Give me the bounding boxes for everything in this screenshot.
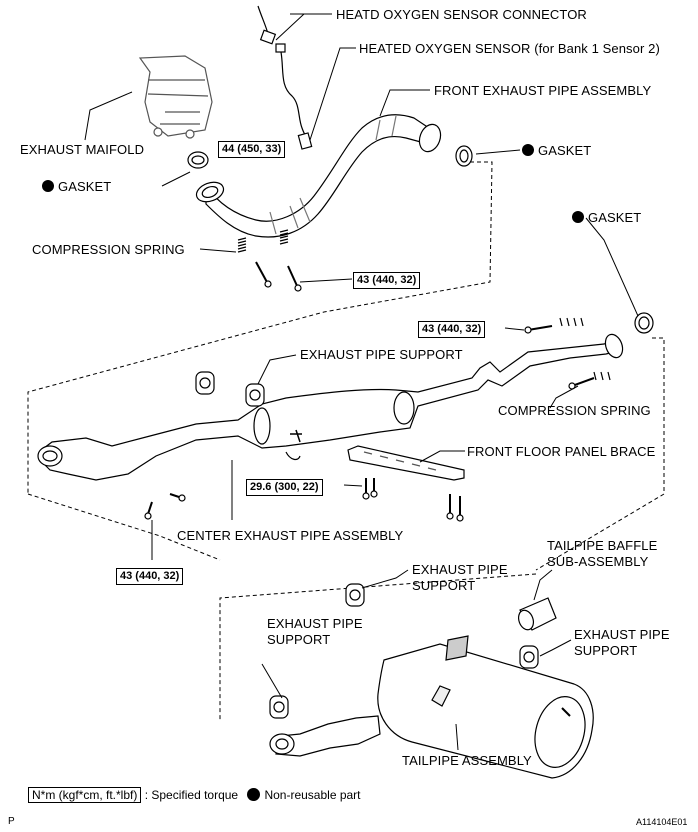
- label-compression-spring-rear: COMPRESSION SPRING: [498, 403, 651, 418]
- corner-mark: P: [8, 816, 15, 827]
- gasket-front: [455, 145, 473, 167]
- springs-front: [237, 229, 302, 292]
- exhaust-manifold-part: [138, 55, 213, 139]
- pipe-supports-rear: [269, 583, 539, 719]
- center-exhaust-pipe-part: [37, 333, 624, 481]
- label-exhaust-manifold: EXHAUST MAIFOLD: [20, 142, 145, 157]
- tailpipe-assembly-part: [269, 635, 594, 779]
- legend-non-reusable-text: Non-reusable part: [264, 788, 361, 802]
- label-exhaust-pipe-support-rear-top-line1: EXHAUST PIPE: [412, 562, 508, 577]
- label-tailpipe-assembly: TAILPIPE ASSEMBLY: [402, 753, 532, 768]
- legend-torque-text: : Specified torque: [144, 788, 239, 802]
- label-exhaust-pipe-support-left-line1: EXHAUST PIPE: [267, 616, 363, 631]
- gasket-manifold: [187, 151, 209, 169]
- label-heated-oxygen-sensor: HEATED OXYGEN SENSOR (for Bank 1 Sensor …: [359, 41, 660, 56]
- non-reusable-dot-icon: [522, 144, 534, 156]
- legend: N*m (kgf*cm, ft.*lbf) : Specified torque…: [28, 787, 361, 803]
- label-compression-spring-front: COMPRESSION SPRING: [32, 242, 185, 257]
- label-heated-oxygen-sensor-connector: HEATD OXYGEN SENSOR CONNECTOR: [336, 7, 587, 22]
- gasket-text: GASKET: [58, 179, 112, 194]
- torque-center-pipe-rear: 43 (440, 32): [116, 568, 184, 585]
- label-front-floor-panel-brace: FRONT FLOOR PANEL BRACE: [467, 444, 656, 459]
- torque-brace: 29.6 (300, 22): [246, 479, 323, 496]
- front-floor-panel-brace-part: [347, 445, 465, 522]
- label-gasket-rear: GASKET: [572, 210, 641, 225]
- gasket-rear: [634, 312, 654, 334]
- torque-front-pipe-bolt: 43 (440, 32): [353, 272, 421, 289]
- front-exhaust-pipe-part: [195, 114, 442, 238]
- gasket-text: GASKET: [588, 210, 642, 225]
- label-exhaust-pipe-support-right-line2: SUPPORT: [574, 643, 638, 658]
- label-exhaust-pipe-support-left-line2: SUPPORT: [267, 632, 331, 647]
- label-exhaust-pipe-support-rear-top-line2: SUPPORT: [412, 578, 476, 593]
- label-center-exhaust-pipe-assembly: CENTER EXHAUST PIPE ASSEMBLY: [177, 528, 404, 543]
- label-exhaust-pipe-support-center: EXHAUST PIPE SUPPORT: [300, 347, 463, 362]
- gasket-text: GASKET: [538, 143, 592, 158]
- label-tailpipe-baffle-line2: SUB-ASSEMBLY: [547, 554, 649, 569]
- non-reusable-dot-icon: [42, 180, 54, 192]
- pipe-supports-center: [195, 371, 265, 407]
- legend-unit-box: N*m (kgf*cm, ft.*lbf): [28, 787, 142, 803]
- label-front-exhaust-pipe-assembly: FRONT EXHAUST PIPE ASSEMBLY: [434, 83, 652, 98]
- figure-id: A114104E01: [636, 817, 688, 827]
- torque-sensor: 44 (450, 33): [218, 141, 286, 158]
- torque-center-pipe-front: 43 (440, 32): [418, 321, 486, 338]
- non-reusable-dot-icon: [247, 788, 261, 801]
- non-reusable-dot-icon: [572, 211, 584, 223]
- label-tailpipe-baffle-line1: TAILPIPE BAFFLE: [547, 538, 658, 553]
- sensor-connector-part: [257, 5, 313, 150]
- label-gasket-manifold: GASKET: [42, 179, 111, 194]
- label-exhaust-pipe-support-right-line1: EXHAUST PIPE: [574, 627, 670, 642]
- tailpipe-baffle-part: [517, 597, 557, 631]
- leader-lines: [84, 13, 639, 751]
- label-gasket-front: GASKET: [522, 143, 591, 158]
- springs-center: [144, 317, 611, 520]
